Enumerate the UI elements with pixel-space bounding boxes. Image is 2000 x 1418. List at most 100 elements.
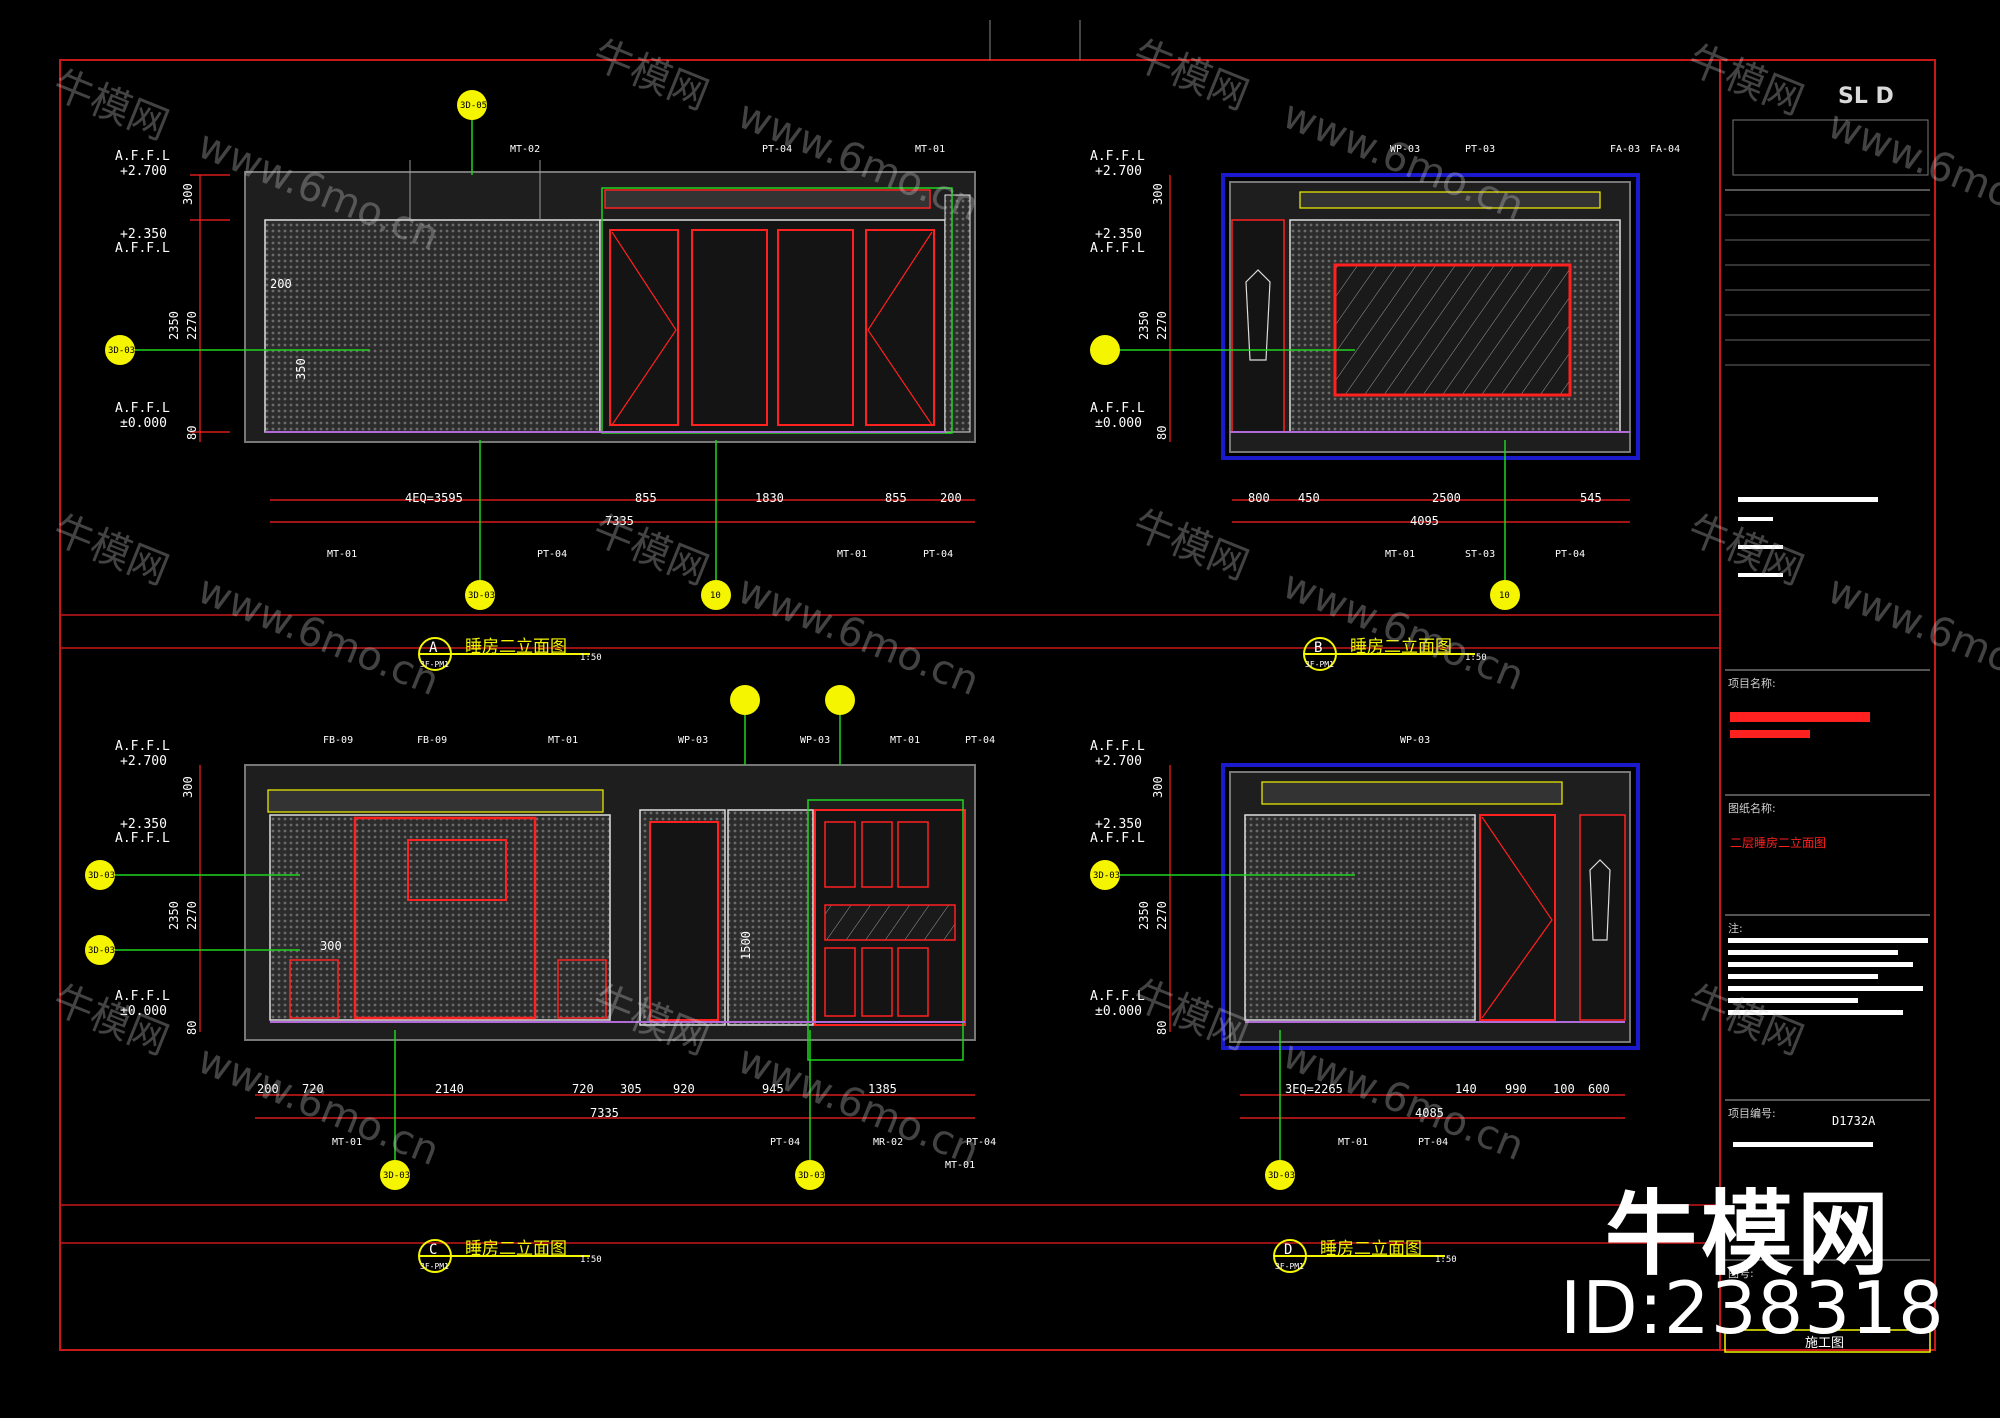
dim-note: 1500 — [739, 931, 753, 960]
affl-label: A.F.F.L — [115, 241, 170, 256]
callout-d-b1 — [1265, 1160, 1295, 1190]
watermark-url: www.6mo.cn — [191, 1037, 445, 1175]
vertical-dims: 300 2350 2270 80 300 2350 2270 80 300 23… — [167, 183, 1169, 1035]
tag-label: MT-01 — [332, 1137, 362, 1148]
stage-label: 施工图 — [1805, 1336, 1844, 1351]
sheet-frame — [59, 20, 1936, 1351]
dim-label: 720 — [302, 1082, 324, 1096]
view-titles: A 3F-PM1 睡房二立面图 1:50 B 3F-PM1 睡房二立面图 1:5… — [418, 637, 1487, 1273]
dim-label: 200 — [257, 1082, 279, 1096]
dim-label: 600 — [1588, 1082, 1610, 1096]
dim-2270: 2270 — [1155, 901, 1169, 930]
watermark-cn: 牛模网 — [1126, 502, 1254, 590]
affl-label: A.F.F.L — [115, 401, 170, 416]
watermark-url: www.6mo.cn — [1821, 102, 2000, 240]
dim-label: 100 — [1553, 1082, 1575, 1096]
project-no-label: 项目编号: — [1728, 1106, 1776, 1120]
tag-label: WP-03 — [1390, 144, 1420, 155]
callout-text: 3D-03 — [88, 946, 115, 956]
dim-label: 720 — [572, 1082, 594, 1096]
callout-d-left — [1090, 860, 1120, 890]
callout-c-top2 — [825, 685, 855, 715]
tag-label: FB-09 — [417, 735, 447, 746]
dim-80: 80 — [1155, 426, 1169, 440]
view-scale: 1:50 — [580, 1255, 602, 1265]
dim-label: 200 — [940, 491, 962, 505]
view-c-dims: 200 720 2140 720 305 920 945 1385 7335 3… — [257, 931, 897, 1120]
tag-label: MT-01 — [1385, 549, 1415, 560]
callout-c-left2 — [85, 935, 115, 965]
tag-label: PT-04 — [1555, 549, 1585, 560]
dim-note: 350 — [294, 358, 308, 380]
level-2700: +2.700 — [120, 754, 167, 769]
view-scale: 1:50 — [580, 653, 602, 663]
affl-label: A.F.F.L — [1090, 989, 1145, 1004]
dim-300: 300 — [181, 183, 195, 205]
view-title: 睡房二立面图 — [1350, 637, 1452, 657]
tag-label: PT-04 — [966, 1137, 996, 1148]
tag-label: MT-01 — [548, 735, 578, 746]
level-2700: +2.700 — [1095, 164, 1142, 179]
dim-2270: 2270 — [185, 901, 199, 930]
callout-text: 3D-03 — [108, 346, 135, 356]
view-letter: D — [1284, 1242, 1292, 1258]
watermark-url: www.6mo.cn — [1276, 562, 1530, 700]
tag-label: FB-09 — [323, 735, 353, 746]
dim-label: 800 — [1248, 491, 1270, 505]
view-ref: 3F-PM1 — [420, 660, 449, 669]
dim-label: 920 — [673, 1082, 695, 1096]
project-no: D1732A — [1832, 1114, 1876, 1128]
affl-label: A.F.F.L — [1090, 241, 1145, 256]
dim-label: 2140 — [435, 1082, 464, 1096]
brand-id: ID:238318 — [1560, 1266, 1945, 1350]
watermark-url: www.6mo.cn — [1821, 567, 2000, 705]
tag-label: ST-03 — [1465, 549, 1495, 560]
tag-label: MT-01 — [837, 549, 867, 560]
affl-label: A.F.F.L — [1090, 831, 1145, 846]
tag-label: MT-01 — [327, 549, 357, 560]
dim-label: 1830 — [755, 491, 784, 505]
dim-300: 300 — [181, 776, 195, 798]
title-block: SL D 项目名称: 图纸名称: 二层睡房二立面图 注: 项目编号: D1732… — [1724, 84, 1931, 1353]
tag-label: FA-04 — [1650, 144, 1680, 155]
elevation-view-b — [1221, 173, 1640, 460]
notes-label: 注: — [1728, 921, 1743, 935]
affl-label: A.F.F.L — [115, 989, 170, 1004]
callout-c-left1 — [85, 860, 115, 890]
level-2700: +2.700 — [1095, 754, 1142, 769]
dim-total: 4085 — [1415, 1106, 1444, 1120]
tag-label: PT-03 — [1465, 144, 1495, 155]
tag-label: WP-03 — [678, 735, 708, 746]
material-tags: MT-02 PT-04 MT-01 MT-01 PT-04 MT-01 PT-0… — [323, 144, 1680, 1171]
tag-label: MT-01 — [890, 735, 920, 746]
affl-label: A.F.F.L — [1090, 401, 1145, 416]
tag-label: PT-04 — [1418, 1137, 1448, 1148]
view-ref: 3F-PM1 — [1275, 1262, 1304, 1271]
dim-total: 7335 — [590, 1106, 619, 1120]
dim-label: 3EQ=2265 — [1285, 1082, 1343, 1096]
dim-label: 855 — [885, 491, 907, 505]
view-ref: 3F-PM1 — [1305, 660, 1334, 669]
affl-label: A.F.F.L — [115, 149, 170, 164]
callout-text: 10 — [710, 591, 721, 601]
callout-text: 10 — [1499, 591, 1510, 601]
tag-label: MT-02 — [510, 144, 540, 155]
dim-label: 545 — [1580, 491, 1602, 505]
view-scale: 1:50 — [1435, 1255, 1457, 1265]
drawing-name: 二层睡房二立面图 — [1730, 835, 1826, 850]
view-title: 睡房二立面图 — [465, 637, 567, 657]
watermark-cn: 牛模网 — [586, 507, 714, 595]
dim-300: 300 — [1151, 183, 1165, 205]
view-letter: C — [429, 1242, 437, 1258]
dim-80: 80 — [185, 1021, 199, 1035]
project-label: 项目名称: — [1728, 676, 1776, 690]
callout-text: 3D-03 — [468, 591, 495, 601]
callout-text: 3D-03 — [1268, 1171, 1295, 1181]
callout-text: 3D-05 — [460, 101, 487, 111]
watermark-url: www.6mo.cn — [1276, 1032, 1530, 1170]
dim-total: 4095 — [1410, 514, 1439, 528]
elevation-view-d — [1221, 763, 1640, 1050]
watermark-cn: 牛模网 — [46, 62, 174, 150]
dim-label: 305 — [620, 1082, 642, 1096]
dim-label: 450 — [1298, 491, 1320, 505]
